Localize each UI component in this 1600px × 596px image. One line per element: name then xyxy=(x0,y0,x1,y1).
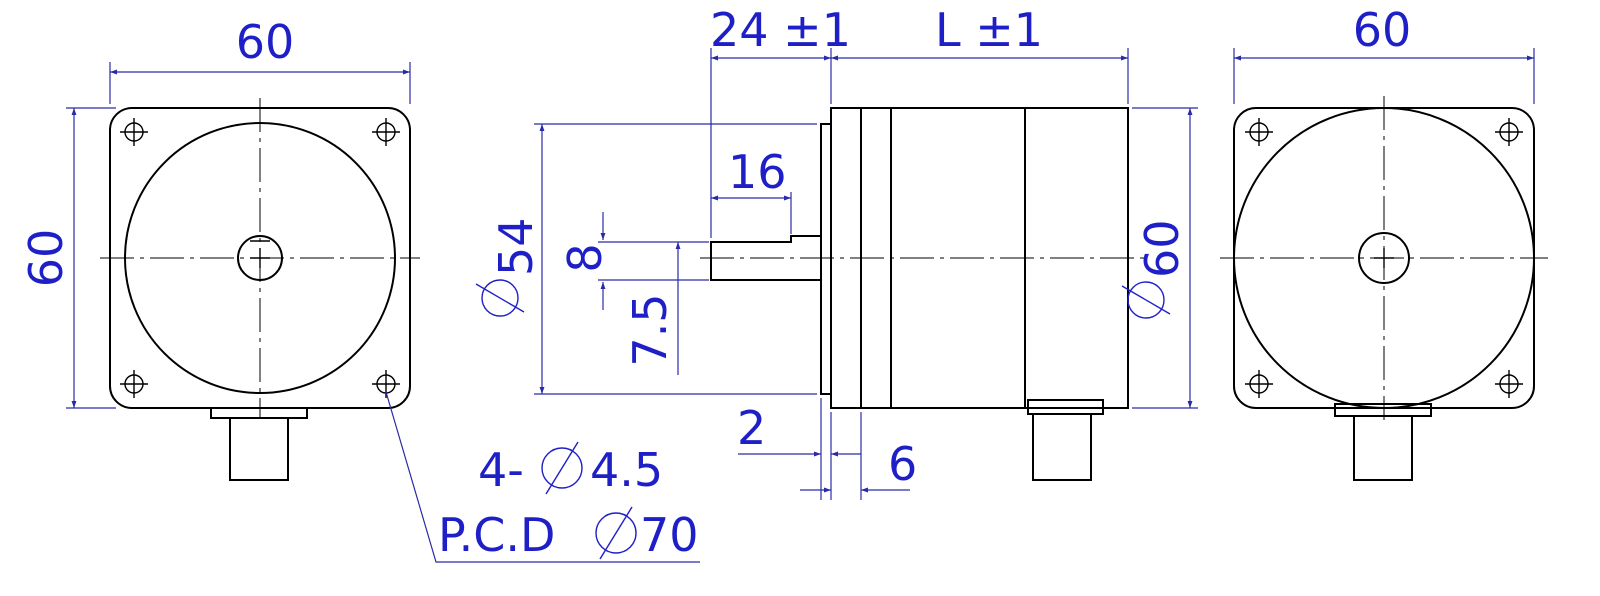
rear-mount-holes xyxy=(1245,118,1523,398)
pilot-dia-label: 54 xyxy=(475,217,543,317)
svg-text:54: 54 xyxy=(489,217,543,276)
shaft-dia-label: 8 xyxy=(558,243,612,272)
svg-text:60: 60 xyxy=(1135,219,1189,278)
side-pilot xyxy=(820,123,832,395)
rear-view: 60 xyxy=(1220,3,1548,481)
pilot-height-label: 2 xyxy=(737,401,766,455)
side-view: 24 ±1 L ±1 16 54 8 7.5 2 6 xyxy=(475,3,1198,500)
pcd-label: P.C.D xyxy=(438,508,555,562)
rear-cable-gland xyxy=(1353,415,1413,481)
front-mount-holes xyxy=(120,118,400,398)
front-view: 60 60 4- 4.5 P.C.D 70 xyxy=(19,15,700,563)
rear-terminal-box xyxy=(1334,403,1432,417)
shaft-length-label: 24 ±1 xyxy=(710,3,851,57)
flange-label: 6 xyxy=(888,437,917,491)
front-cable-gland xyxy=(229,417,289,481)
body-dia-label: 60 xyxy=(1121,219,1189,319)
mount-hole-dia: 4.5 xyxy=(590,443,663,497)
dia-symbol xyxy=(541,441,583,495)
side-shaft xyxy=(710,235,822,281)
dia-symbol xyxy=(595,506,637,560)
shaft-flat-label: 7.5 xyxy=(623,293,677,366)
rear-width-label: 60 xyxy=(1353,3,1412,57)
mount-holes-count: 4- xyxy=(478,443,524,497)
side-cable-gland xyxy=(1032,413,1092,481)
pcd-value: 70 xyxy=(640,508,699,562)
body-length-label: L ±1 xyxy=(935,3,1043,57)
front-terminal-box xyxy=(210,407,308,419)
front-height-label: 60 xyxy=(19,229,73,288)
mount-hole-leader xyxy=(385,391,700,563)
rear-shaft-circle xyxy=(1358,232,1410,284)
front-width-label: 60 xyxy=(236,15,295,69)
shaft-key-length-label: 16 xyxy=(728,145,787,199)
